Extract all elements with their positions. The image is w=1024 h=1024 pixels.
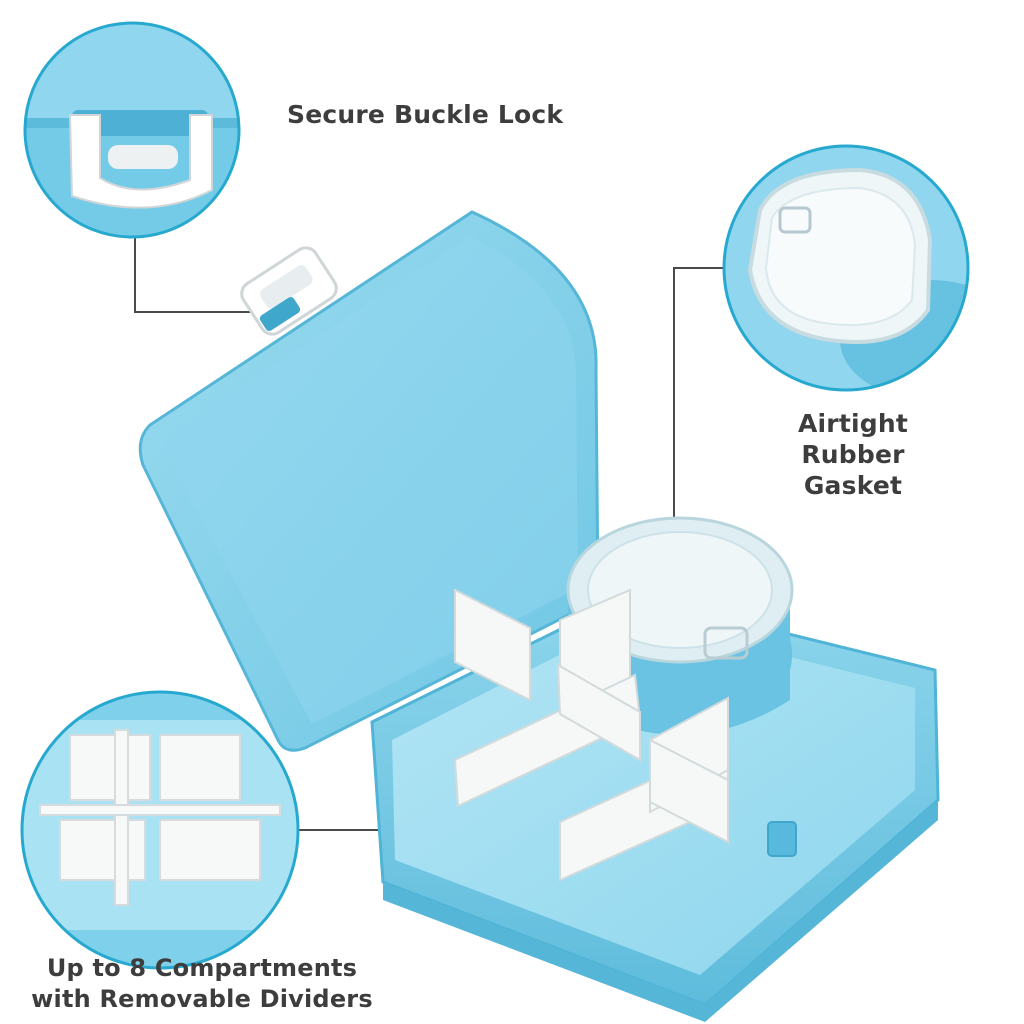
label-line: Secure Buckle Lock <box>287 100 564 129</box>
removable-dividers <box>453 588 729 882</box>
callout-label-buckle: Secure Buckle Lock <box>287 100 563 129</box>
label-line: with Removable Dividers <box>31 985 373 1013</box>
bento-box <box>138 210 940 1022</box>
leader-line-buckle <box>134 237 262 313</box>
divider-panel <box>649 738 729 844</box>
label-line: Rubber Gasket <box>801 440 905 500</box>
callout-gasket-closeup <box>722 144 970 392</box>
callout-dividers-closeup <box>20 690 300 970</box>
callout-label-dividers: Up to 8 Compartments with Removable Divi… <box>22 953 382 1015</box>
divider-panel <box>454 588 531 702</box>
callout-ring <box>20 690 300 970</box>
callout-ring <box>23 21 241 239</box>
label-line: Up to 8 Compartments <box>46 954 358 982</box>
callout-buckle-closeup <box>23 21 241 239</box>
leader-line-gasket <box>673 267 724 520</box>
divider-panel <box>556 663 641 762</box>
lid-buckle-clip <box>240 246 338 336</box>
callout-label-gasket: Airtight Rubber Gasket <box>748 408 958 501</box>
callout-ring <box>722 144 970 392</box>
label-line: Airtight <box>797 409 908 438</box>
